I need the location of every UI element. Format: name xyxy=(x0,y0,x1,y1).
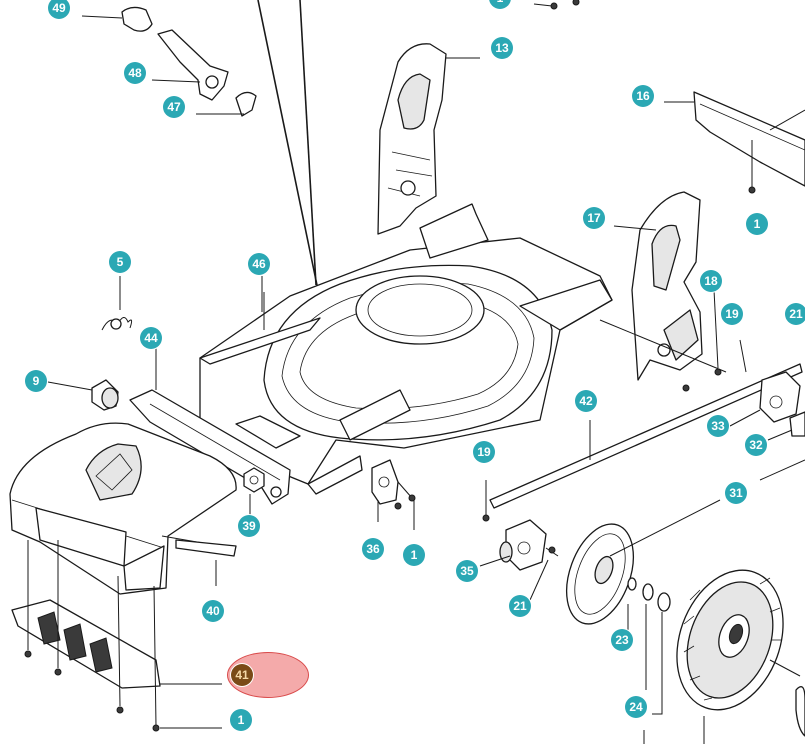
callout-21[interactable]: 21 xyxy=(509,595,531,617)
part-33-pivot[interactable] xyxy=(729,371,801,427)
callout-32[interactable]: 32 xyxy=(745,434,767,456)
callout-46[interactable]: 46 xyxy=(248,253,270,275)
part-9-bushing[interactable] xyxy=(47,379,119,411)
part-48-lever[interactable] xyxy=(151,29,229,101)
callout-31[interactable]: 31 xyxy=(725,482,747,504)
callout-1[interactable]: 1 xyxy=(746,213,768,235)
callout-1[interactable]: 1 xyxy=(403,544,425,566)
part-41-front-plate[interactable] xyxy=(11,599,222,689)
callout-16[interactable]: 16 xyxy=(632,85,654,107)
part-23-washers[interactable] xyxy=(627,577,671,715)
callout-23[interactable]: 23 xyxy=(611,629,633,651)
cable-lines xyxy=(257,0,319,291)
callout-1[interactable]: 1 xyxy=(489,0,511,9)
part-36-hinge[interactable] xyxy=(371,459,416,530)
callout-9[interactable]: 9 xyxy=(25,370,47,392)
callout-5[interactable]: 5 xyxy=(109,251,131,273)
callout-1[interactable]: 1 xyxy=(230,709,252,731)
callout-44[interactable]: 44 xyxy=(140,327,162,349)
part-1-front-screws[interactable] xyxy=(24,540,222,732)
callout-21[interactable]: 21 xyxy=(785,303,805,325)
callout-33[interactable]: 33 xyxy=(707,415,729,437)
callout-19[interactable]: 19 xyxy=(473,441,495,463)
callout-24[interactable]: 24 xyxy=(625,696,647,718)
callout-18[interactable]: 18 xyxy=(700,270,722,292)
part-19-pins[interactable] xyxy=(482,339,747,522)
part-42-axle-rod[interactable] xyxy=(489,363,803,509)
mower-deck[interactable] xyxy=(199,203,613,495)
part-16-rear-bar[interactable] xyxy=(664,91,805,194)
callout-19[interactable]: 19 xyxy=(721,303,743,325)
callout-17[interactable]: 17 xyxy=(583,207,605,229)
front-cover[interactable] xyxy=(9,422,237,595)
part-31-hubcap[interactable] xyxy=(554,459,805,633)
callout-41-selected[interactable]: 41 xyxy=(231,664,253,686)
part-47-clip[interactable] xyxy=(196,91,257,117)
part-35-pivot[interactable] xyxy=(479,519,559,601)
part-13-handle-bracket[interactable] xyxy=(377,43,480,235)
part-32-bushing[interactable] xyxy=(767,411,805,441)
callout-47[interactable]: 47 xyxy=(163,96,185,118)
callout-36[interactable]: 36 xyxy=(362,538,384,560)
part-24-wheel[interactable] xyxy=(643,555,805,744)
part-18-screws[interactable] xyxy=(599,289,727,392)
callout-35[interactable]: 35 xyxy=(456,560,478,582)
part-40-wire[interactable] xyxy=(175,539,237,586)
callout-13[interactable]: 13 xyxy=(491,37,513,59)
callout-48[interactable]: 48 xyxy=(124,62,146,84)
callout-40[interactable]: 40 xyxy=(202,600,224,622)
part-5-spring[interactable] xyxy=(101,276,133,331)
part-17-handle-bracket[interactable] xyxy=(613,191,703,381)
callout-49[interactable]: 49 xyxy=(48,0,70,19)
callout-42[interactable]: 42 xyxy=(575,390,597,412)
callout-39[interactable]: 39 xyxy=(238,515,260,537)
part-49-knob[interactable] xyxy=(81,6,153,32)
part-39-nut[interactable] xyxy=(243,467,265,516)
part-1-top-screws[interactable] xyxy=(533,0,580,10)
